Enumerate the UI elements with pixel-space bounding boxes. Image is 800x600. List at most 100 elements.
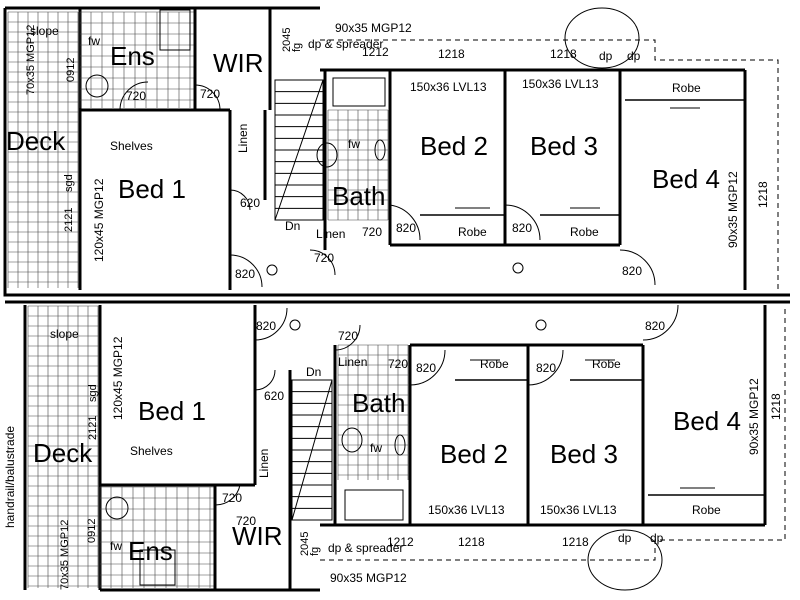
- lower-w0912: 0912: [86, 519, 98, 543]
- upper-beam-top: 90x35 MGP12: [335, 21, 412, 35]
- upper-ensuite-label: Ens: [110, 41, 155, 71]
- lower-w1218b: 1218: [562, 535, 589, 549]
- lower-fw-ens: fw: [110, 539, 122, 553]
- upper-wir-label: WIR: [213, 48, 264, 78]
- upper-bed-1-label: Bed 1: [118, 174, 186, 204]
- upper-mgp-bed4: 90x35 MGP12: [726, 171, 740, 248]
- lower-dn: Dn: [306, 365, 321, 379]
- lower-slope: slope: [50, 327, 79, 341]
- upper-d720-bath: 720: [362, 225, 382, 239]
- upper-bed-4-label: Bed 4: [652, 164, 720, 194]
- lower-d820-bed3: 820: [536, 361, 556, 375]
- upper-lvl-bed2: 150x36 LVL13: [410, 80, 487, 94]
- upper-d820-bed3: 820: [512, 221, 532, 235]
- upper-w2045: 2045: [281, 28, 293, 52]
- lower-dp2: dp: [650, 531, 664, 545]
- lower-mgp-ens: 70x35 MGP12: [59, 520, 71, 590]
- upper-robe-bed2: Robe: [458, 225, 487, 239]
- upper-linen-bath: Linen: [316, 227, 345, 241]
- lower-staircase: [291, 379, 333, 521]
- upper-robe-bed4: Robe: [672, 81, 701, 95]
- upper-bath-tiles: [327, 109, 389, 221]
- upper-slope: slope: [30, 24, 59, 38]
- upper-dp-spreader: dp & spreader: [308, 37, 383, 51]
- lower-robe-bed2: Robe: [480, 357, 509, 371]
- lower-bath-label: Bath: [352, 388, 406, 418]
- upper-linen-hall: Linen: [236, 124, 250, 153]
- lower-d820-bed2: 820: [416, 361, 436, 375]
- lower-bed-2-label: Bed 2: [440, 439, 508, 469]
- upper-sgd: sgd: [63, 174, 75, 192]
- lower-ensuite-label: Ens: [128, 536, 173, 566]
- lower-w2045: 2045: [299, 532, 311, 556]
- upper-w1218-side: 1218: [756, 181, 770, 208]
- lower-shelves: Shelves: [130, 444, 173, 458]
- upper-bath-label: Bath: [332, 181, 386, 211]
- upper-robe-bed3: Robe: [570, 225, 599, 239]
- upper-deck-label: Deck: [6, 126, 66, 156]
- upper-bed-3-label: Bed 3: [530, 131, 598, 161]
- upper-d620-a: 620: [240, 196, 260, 210]
- lower-w1218-side: 1218: [769, 393, 783, 420]
- lower-bed-4-label: Bed 4: [673, 406, 741, 436]
- upper-d820-bed4: 820: [622, 264, 642, 278]
- lower-deck-label: Deck: [33, 438, 93, 468]
- upper-fw-bath: fw: [348, 137, 360, 151]
- lower-fg: fg: [309, 547, 321, 556]
- lower-ensuite-tiles: [99, 486, 215, 588]
- upper-dn: Dn: [285, 219, 300, 233]
- upper-w2121: 2121: [63, 208, 75, 232]
- lower-deck-grid: [27, 305, 99, 588]
- lower-bed-1-label: Bed 1: [138, 396, 206, 426]
- lower-linen-hall: Linen: [257, 449, 271, 478]
- upper-d720-wir: 720: [200, 87, 220, 101]
- upper-fw-ens: fw: [88, 34, 100, 48]
- upper-w1218b: 1218: [550, 47, 577, 61]
- upper-mgp-bed1: 120x45 MGP12: [92, 178, 106, 262]
- lower-d720-bath: 720: [388, 357, 408, 371]
- upper-d820-bed2: 820: [396, 221, 416, 235]
- upper-mgp-ens: 70x35 MGP12: [25, 25, 37, 95]
- lower-d720-wir: 720: [236, 514, 256, 528]
- upper-bed-2-label: Bed 2: [420, 131, 488, 161]
- lower-beam-bot: 90x35 MGP12: [330, 571, 407, 585]
- upper-d720-ens: 720: [126, 89, 146, 103]
- lower-wir-label: WIR: [232, 521, 283, 551]
- upper-unit-plan: [3, 6, 790, 297]
- lower-handrail-balustrade: handrail/balustrade: [3, 426, 17, 528]
- upper-w1212: 1212: [362, 45, 389, 59]
- lower-bath-tiles: [337, 344, 409, 480]
- lower-linen-bath: Linen: [338, 355, 367, 369]
- upper-dp1: dp: [599, 49, 613, 63]
- lower-d820-bed1: 820: [256, 319, 276, 333]
- upper-d820-bed1: 820: [235, 267, 255, 281]
- lower-bed-3-label: Bed 3: [550, 439, 618, 469]
- lower-mgp-bed1: 120x45 MGP12: [111, 336, 125, 420]
- lower-lvl-bed2: 150x36 LVL13: [428, 503, 505, 517]
- upper-shelves: Shelves: [110, 139, 153, 153]
- lower-d720-linen: 720: [338, 329, 358, 343]
- lower-sgd: sgd: [87, 384, 99, 402]
- lower-mgp-bed4: 90x35 MGP12: [747, 378, 761, 455]
- lower-fw-bath: fw: [370, 441, 382, 455]
- lower-robe-bed4: Robe: [692, 503, 721, 517]
- upper-staircase: [274, 79, 324, 221]
- upper-deck-grid: [7, 11, 79, 288]
- upper-dp2: dp: [627, 49, 641, 63]
- upper-w1218a: 1218: [438, 47, 465, 61]
- lower-w1212: 1212: [387, 535, 414, 549]
- upper-lvl-bed3: 150x36 LVL13: [522, 77, 599, 91]
- lower-unit-plan: [5, 300, 790, 592]
- lower-dp-spreader: dp & spreader: [328, 541, 403, 555]
- upper-ensuite-tiles: [79, 11, 195, 108]
- upper-w0912: 0912: [65, 58, 77, 82]
- lower-w2121: 2121: [87, 416, 99, 440]
- lower-lvl-bed3: 150x36 LVL13: [540, 503, 617, 517]
- lower-robe-bed3: Robe: [592, 357, 621, 371]
- lower-dp1: dp: [618, 531, 632, 545]
- lower-d720-ens: 720: [222, 491, 242, 505]
- upper-d720-linen: 720: [314, 251, 334, 265]
- lower-d820-bed4: 820: [645, 319, 665, 333]
- lower-w1218a: 1218: [458, 535, 485, 549]
